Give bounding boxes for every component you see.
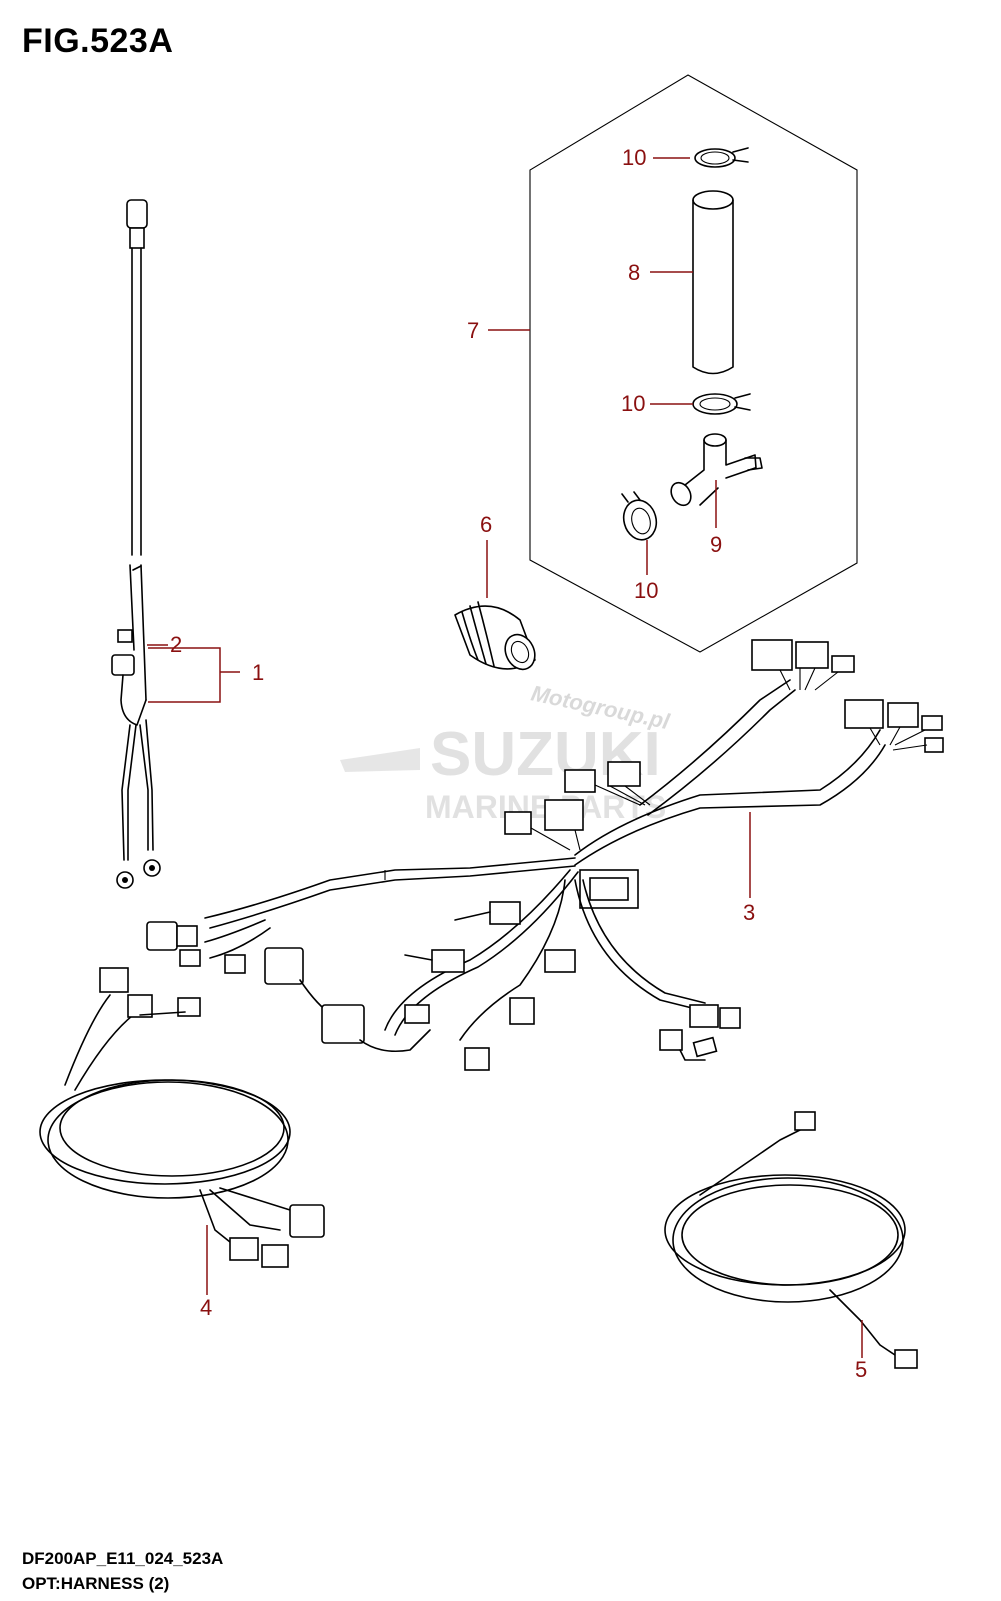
part-4-coiled-harness [39, 967, 325, 1268]
callout-10-bottom: 10 [634, 578, 658, 603]
watermark-outboard-icon [340, 748, 420, 772]
leader-1 [148, 647, 240, 703]
part-8-hose [692, 190, 734, 375]
figure-title: FIG.523A [22, 22, 174, 60]
callout-3: 3 [743, 900, 755, 925]
part-1-harness [111, 199, 161, 889]
kit-7-boundary [529, 74, 858, 653]
part-10-clamp-middle [692, 393, 751, 415]
part-6-grommet [454, 601, 536, 671]
callout-5: 5 [855, 1357, 867, 1382]
callout-4: 4 [200, 1295, 212, 1320]
figure-code: DF200AP_E11_024_523A [22, 1549, 224, 1568]
part-9-t-joint [670, 433, 763, 507]
part-10-clamp-bottom [621, 491, 658, 541]
callout-8: 8 [628, 260, 640, 285]
callout-9: 9 [710, 532, 722, 557]
figure-name: OPT:HARNESS (2) [22, 1574, 170, 1593]
callout-10-middle: 10 [621, 391, 645, 416]
callout-6: 6 [480, 512, 492, 537]
callout-1: 1 [252, 660, 264, 685]
callout-7: 7 [467, 318, 479, 343]
callout-10-top: 10 [622, 145, 646, 170]
part-3-main-harness [146, 639, 944, 1071]
part-10-clamp-top [694, 147, 749, 168]
watermark: SUZUKI MARINE PARTS Motogroup.pl [340, 680, 672, 825]
callout-2: 2 [170, 632, 182, 657]
part-5-coiled-cable [664, 1111, 918, 1369]
